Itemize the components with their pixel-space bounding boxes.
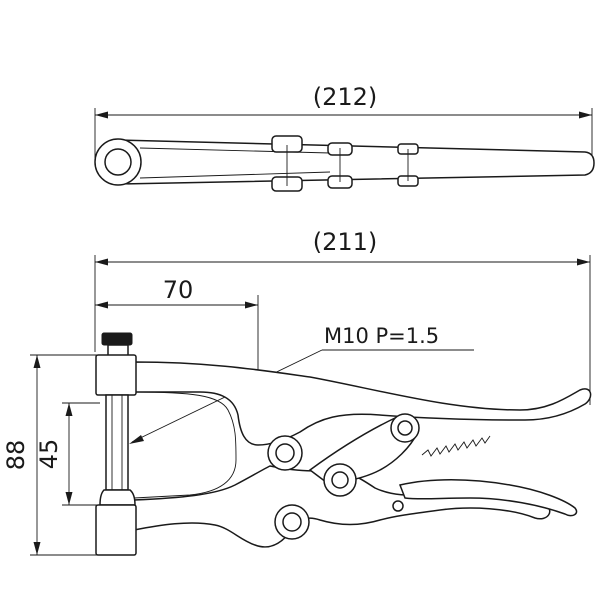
screw-knob [101,332,133,346]
side-dim-arrow-right [577,258,590,266]
reach-label: 70 [163,276,194,304]
upper-jaw-block [95,354,137,396]
lower-handle-tail [398,479,578,517]
opening-label: 45 [35,439,63,470]
top-wedge-line-lower [139,171,331,179]
side-view: (211) 70 88 45 M10 P=1.5 [2,228,592,556]
tension-spring [421,435,491,457]
thread-callout: M10 P=1.5 [324,324,439,348]
threaded-rod [105,394,129,491]
opening-dim-arrow-bottom [65,492,73,505]
callout-arrow [129,435,144,444]
top-dim-arrow-left [95,111,108,119]
top-end-ring-inner [104,148,132,176]
swivel-pad [99,489,136,506]
pivot-small-hole [392,500,404,512]
top-handle-bar [117,139,595,185]
side-overall-label: (211) [313,228,378,256]
pivot-lever-inner [397,420,413,436]
side-dim-arrow-left [95,258,108,266]
pivot-middle-inner [331,471,349,489]
reach-dim-arrow-left [95,301,108,309]
lower-jaw-block [95,504,137,556]
height-dim-arrow-bottom [33,542,41,555]
pivot-lower-inner [282,512,302,532]
top-view: (212) [94,83,595,192]
height-dim-arrow-top [33,355,41,368]
pivot-upper-inner [275,443,295,463]
opening-dim-arrow-top [65,403,73,416]
height-label: 88 [2,440,30,471]
top-dim-arrow-right [579,111,592,119]
reach-dim-arrow-right [245,301,258,309]
upper-handle [133,361,592,446]
jaw-throat-curve [133,391,237,499]
top-overall-label: (212) [313,83,378,111]
